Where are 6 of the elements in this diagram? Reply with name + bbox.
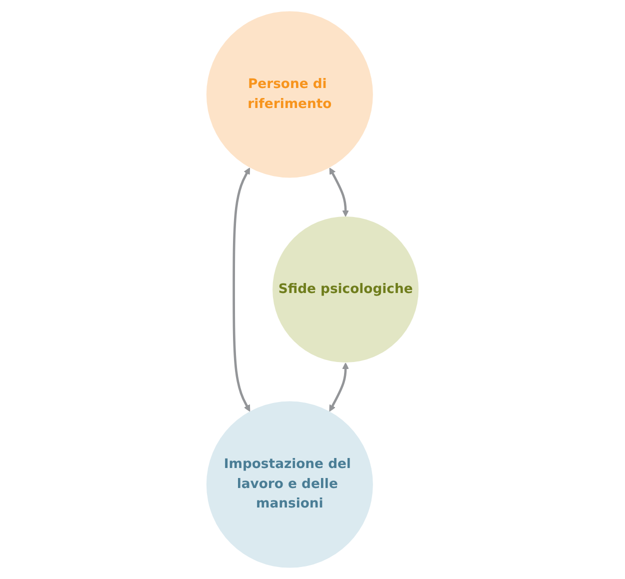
- node-circle: Impostazione del lavoro e delle mansioni: [206, 401, 373, 568]
- node-circle: Sfide psicologiche: [272, 216, 419, 363]
- arrow: [232, 168, 250, 412]
- node-circle: Persone di riferimento: [206, 11, 373, 178]
- arrow: [329, 168, 349, 217]
- arrow: [329, 362, 349, 412]
